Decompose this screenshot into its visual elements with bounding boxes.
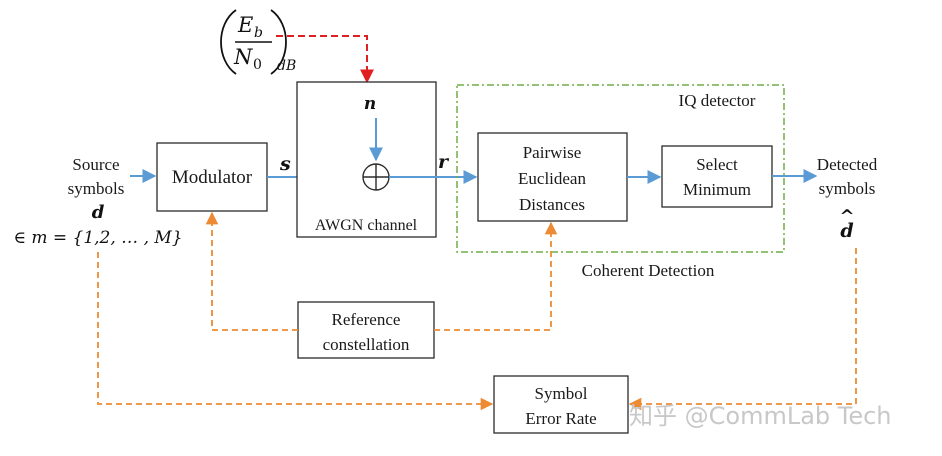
detected-label-line2: symbols (819, 179, 876, 198)
modulator-label: Modulator (172, 167, 253, 188)
reference-to-pairwise-arrow (434, 221, 558, 331)
snr-numerator-sub: b (254, 25, 263, 41)
source-label-line2: symbols (68, 179, 125, 198)
noise-n-label: n (364, 94, 376, 114)
adder-icon (362, 163, 390, 191)
source-label-line1: Source (72, 155, 119, 174)
detected-hat: ^ (839, 206, 854, 227)
detected-to-ser-arrow (628, 248, 857, 411)
reference-constellation-block: Reference constellation (297, 301, 435, 359)
snr-expression: E b N 0 dB (220, 9, 296, 75)
snr-numerator: E (237, 13, 253, 37)
channel-label: AWGN channel (315, 217, 418, 234)
awgn-channel-block: n AWGN channel (296, 81, 437, 238)
modulator-block: Modulator (156, 142, 268, 212)
select-label-line1: Select (696, 155, 738, 174)
iq-detector-group: IQ detector (456, 84, 785, 253)
detected-var-d: d (840, 220, 853, 242)
pairwise-label-line3: Distances (519, 195, 585, 214)
watermark: 知乎 @CommLab Tech (629, 402, 892, 430)
reference-to-modulator-arrow (205, 211, 298, 331)
snr-arrow (276, 35, 374, 84)
iq-detector-label: IQ detector (679, 91, 756, 110)
ser-label-line1: Symbol (535, 384, 588, 403)
source-symbols: Source symbols d ∈ m = {1,2, … , M} (13, 155, 182, 248)
pairwise-label-line2: Euclidean (518, 169, 586, 188)
snr-right-paren (270, 9, 287, 75)
source-to-ser-arrow (97, 252, 494, 411)
signal-r-label: r (438, 151, 450, 173)
snr-left-paren (220, 9, 237, 75)
pairwise-label-line1: Pairwise (523, 143, 582, 162)
symbol-error-rate-block: Symbol Error Rate (493, 375, 629, 434)
select-label-line2: Minimum (683, 180, 751, 199)
source-set: ∈ m = {1,2, … , M} (13, 228, 182, 248)
snr-denominator: N (233, 45, 253, 69)
coherent-detection-label: Coherent Detection (582, 261, 715, 280)
source-var-d: d (92, 202, 105, 223)
pairwise-distances-block: Pairwise Euclidean Distances (477, 132, 628, 222)
reference-label-line2: constellation (323, 335, 410, 354)
snr-db-sub: dB (277, 58, 296, 74)
reference-label-line1: Reference (332, 310, 401, 329)
select-minimum-block: Select Minimum (661, 145, 773, 208)
detected-label-line1: Detected (817, 155, 878, 174)
ser-label-line2: Error Rate (525, 409, 596, 428)
signal-s-label: s (279, 153, 291, 175)
snr-denominator-sub: 0 (253, 57, 262, 73)
detected-symbols: Detected symbols ^ d (817, 155, 878, 242)
